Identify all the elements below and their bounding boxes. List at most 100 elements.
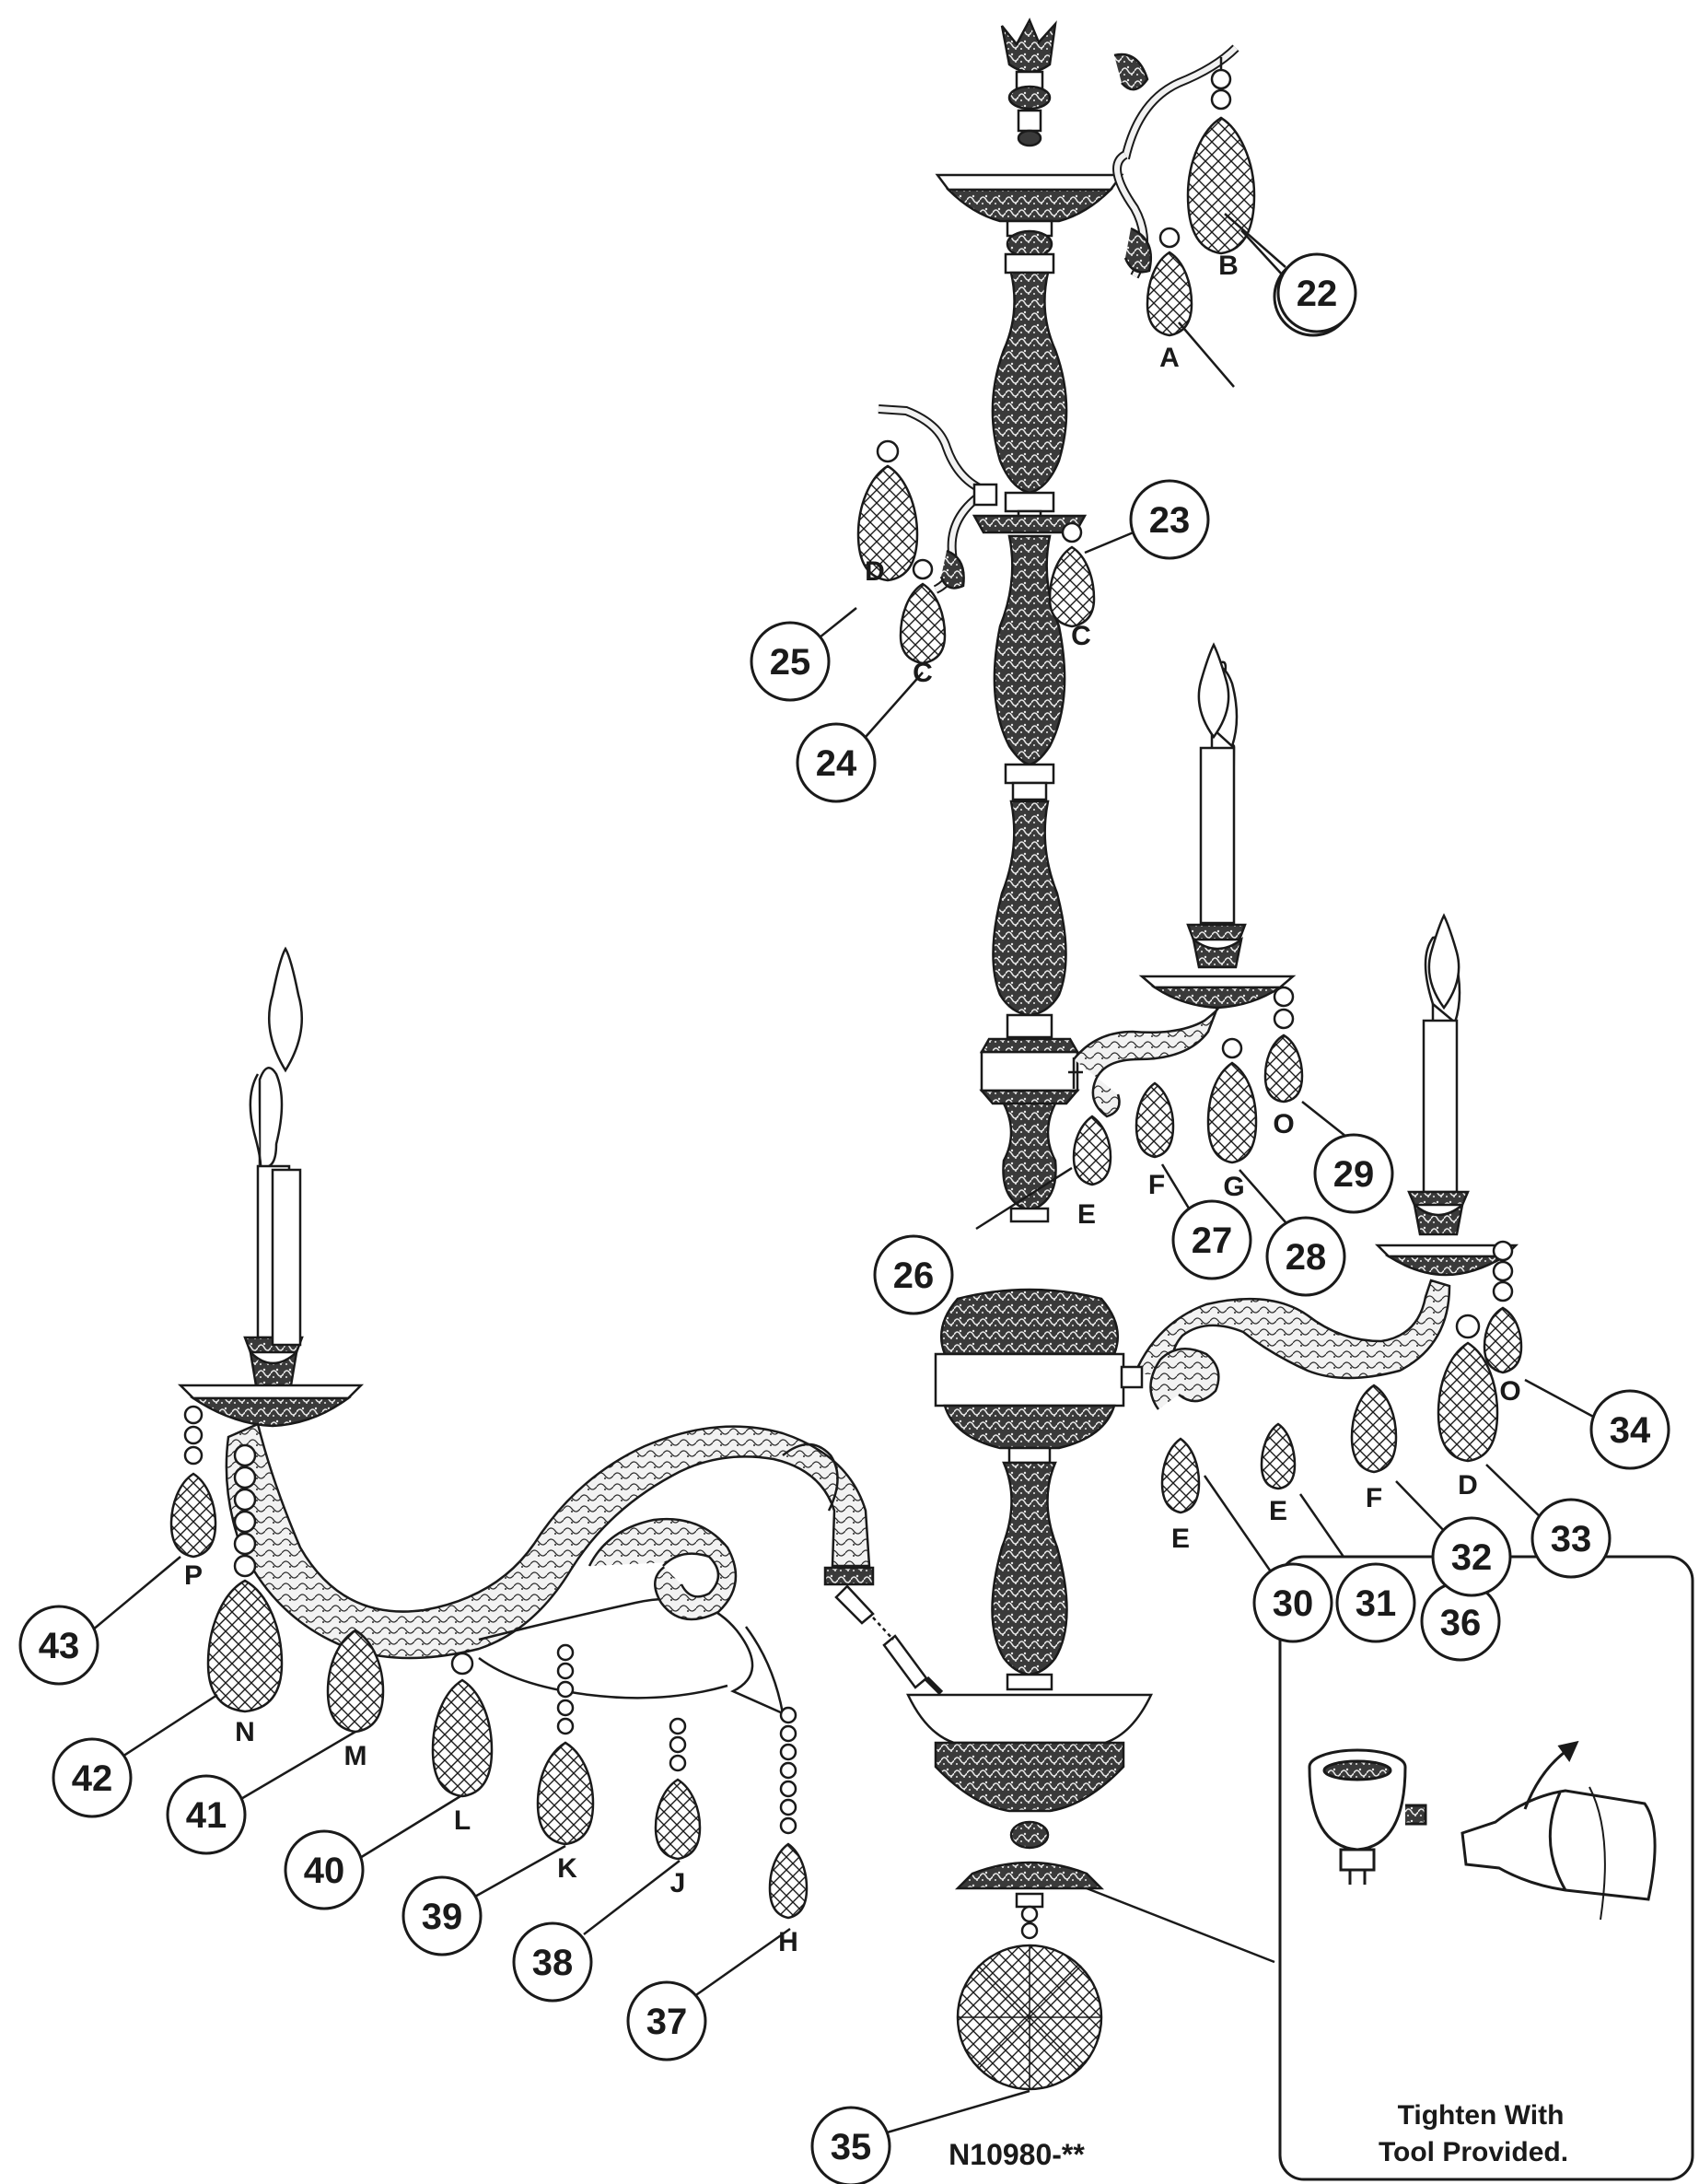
callout-circle <box>18 1605 99 1686</box>
callout-26: 26 E <box>873 1199 1096 1315</box>
crystal-letter-label: N <box>235 1717 255 1747</box>
candles <box>267 642 1460 1347</box>
left-candle-sleeve <box>271 1168 302 1347</box>
callout-circle <box>1589 1389 1670 1470</box>
callout-number: 27 <box>1192 1220 1233 1261</box>
callout-circle <box>796 722 877 803</box>
callout-36-number: 36 <box>1440 1603 1482 1643</box>
callout-22: 22 B <box>1218 251 1357 333</box>
callout-circle <box>1171 1199 1252 1280</box>
callout-circle <box>512 1921 593 2003</box>
callout-number: 34 <box>1610 1410 1651 1451</box>
crystal-letter-label: F <box>1148 1170 1165 1200</box>
left-arm-crystals <box>169 1405 809 1920</box>
callout-42: 42 N <box>52 1717 255 1818</box>
callout-33: 33 D <box>1458 1470 1612 1579</box>
callout-number: 41 <box>186 1795 227 1836</box>
callout-30: 30 E <box>1171 1524 1333 1643</box>
callout-28: 28 G <box>1223 1172 1346 1297</box>
callout-number: 35 <box>831 2127 872 2167</box>
callout-circle <box>1530 1498 1612 1579</box>
callout-number: 24 <box>816 743 857 784</box>
crystal-letter-label: E <box>1077 1199 1096 1230</box>
callout-25: 25 D <box>750 556 885 702</box>
crystal-letter-label: C <box>913 658 933 688</box>
callout-27: 27 F <box>1148 1170 1252 1280</box>
crystal-letter-label: M <box>344 1741 367 1771</box>
callout-circle <box>284 1829 365 1910</box>
crystal-letter-label: G <box>1223 1172 1244 1202</box>
callout-31: 31 E <box>1269 1496 1416 1643</box>
tightening-tool-icon <box>1460 1740 1657 1921</box>
callout-circle <box>1313 1133 1394 1214</box>
callout-38: 38 J <box>512 1868 686 2003</box>
callout-37: 37 H <box>626 1927 798 2061</box>
callout-number: 26 <box>893 1256 935 1296</box>
callout-circle <box>873 1234 954 1315</box>
callout-layer: 21A22B23C24C25D26E27F28G29O30E31E32F33D3… <box>18 251 1670 2184</box>
callout-number: 33 <box>1551 1519 1592 1559</box>
crystal-letter-label: E <box>1171 1524 1190 1554</box>
crystal-letter-label: K <box>557 1853 577 1884</box>
callout-34: 34 O <box>1499 1376 1670 1470</box>
callout-number: 31 <box>1356 1583 1397 1624</box>
left-arm <box>177 1067 944 1716</box>
crystal-letter-label: D <box>1458 1470 1478 1501</box>
callout-circle <box>1129 479 1210 560</box>
crystal-letter-label: A <box>1159 343 1180 373</box>
model-number: N10980-** <box>948 2138 1085 2171</box>
crystal-letter-label: F <box>1366 1483 1382 1513</box>
socket-cup-icon <box>1308 1748 1427 1885</box>
callout-number: 25 <box>770 642 811 683</box>
crystal-letter-label: B <box>1218 251 1239 281</box>
callout-35: 35 <box>810 2106 891 2184</box>
top-right-arm <box>1112 44 1256 337</box>
crystal-letter-label: H <box>778 1927 798 1957</box>
callout-number: 30 <box>1273 1583 1314 1624</box>
callout-circle <box>1265 1216 1346 1297</box>
callout-number: 39 <box>422 1897 463 1937</box>
callout-23: 23C <box>1071 479 1210 651</box>
callout-circle <box>166 1774 247 1855</box>
callout-32: 32 F <box>1366 1483 1512 1597</box>
central-column <box>906 18 1153 1940</box>
callout-number: 40 <box>304 1851 345 1891</box>
callout-40: 40 L <box>284 1805 471 1910</box>
callout-number: 42 <box>72 1758 113 1799</box>
upper-left-arm <box>856 404 1096 665</box>
crystal-letter-label: L <box>454 1805 471 1836</box>
crystal-letter-label: E <box>1269 1496 1287 1526</box>
inset-note-line2: Tool Provided. <box>1379 2137 1568 2167</box>
crystal-letter-label: P <box>184 1560 203 1591</box>
crystal-letter-label: O <box>1273 1109 1294 1139</box>
callout-24: 24 C <box>796 658 933 803</box>
callout-number: 32 <box>1451 1537 1493 1578</box>
callout-number: 29 <box>1333 1154 1375 1195</box>
crystal-letter-label: O <box>1499 1376 1520 1407</box>
callout-number: 43 <box>39 1626 80 1666</box>
callout-circle <box>1335 1562 1416 1643</box>
callout-circle <box>401 1875 483 1956</box>
callout-number: 38 <box>532 1943 574 1983</box>
callout-circle <box>52 1737 133 1818</box>
callout-number: 28 <box>1286 1237 1327 1278</box>
callout-circle <box>626 1980 707 2061</box>
callout-41: 41 M <box>166 1741 367 1855</box>
callout-number: 37 <box>646 2002 688 2042</box>
callout-circle <box>1252 1562 1333 1643</box>
inset-box: 36 Tighten With Tool Provided. <box>1278 1555 1694 2181</box>
callout-43: 43 P <box>18 1560 203 1686</box>
middle-right-arm <box>1068 660 1304 1186</box>
pendant-ball-crystal <box>956 1944 1103 2091</box>
callout-circle <box>810 2106 891 2184</box>
crystal-letter-label: C <box>1071 621 1091 651</box>
callout-29: 29 O <box>1273 1109 1394 1214</box>
callout-circle <box>750 621 831 702</box>
crystal-letter-label: D <box>865 556 885 587</box>
crystal-letter-label: J <box>670 1868 686 1898</box>
callout-39: 39 K <box>401 1853 577 1956</box>
callout-number: 22 <box>1297 274 1338 314</box>
callout-circle <box>1431 1516 1512 1597</box>
